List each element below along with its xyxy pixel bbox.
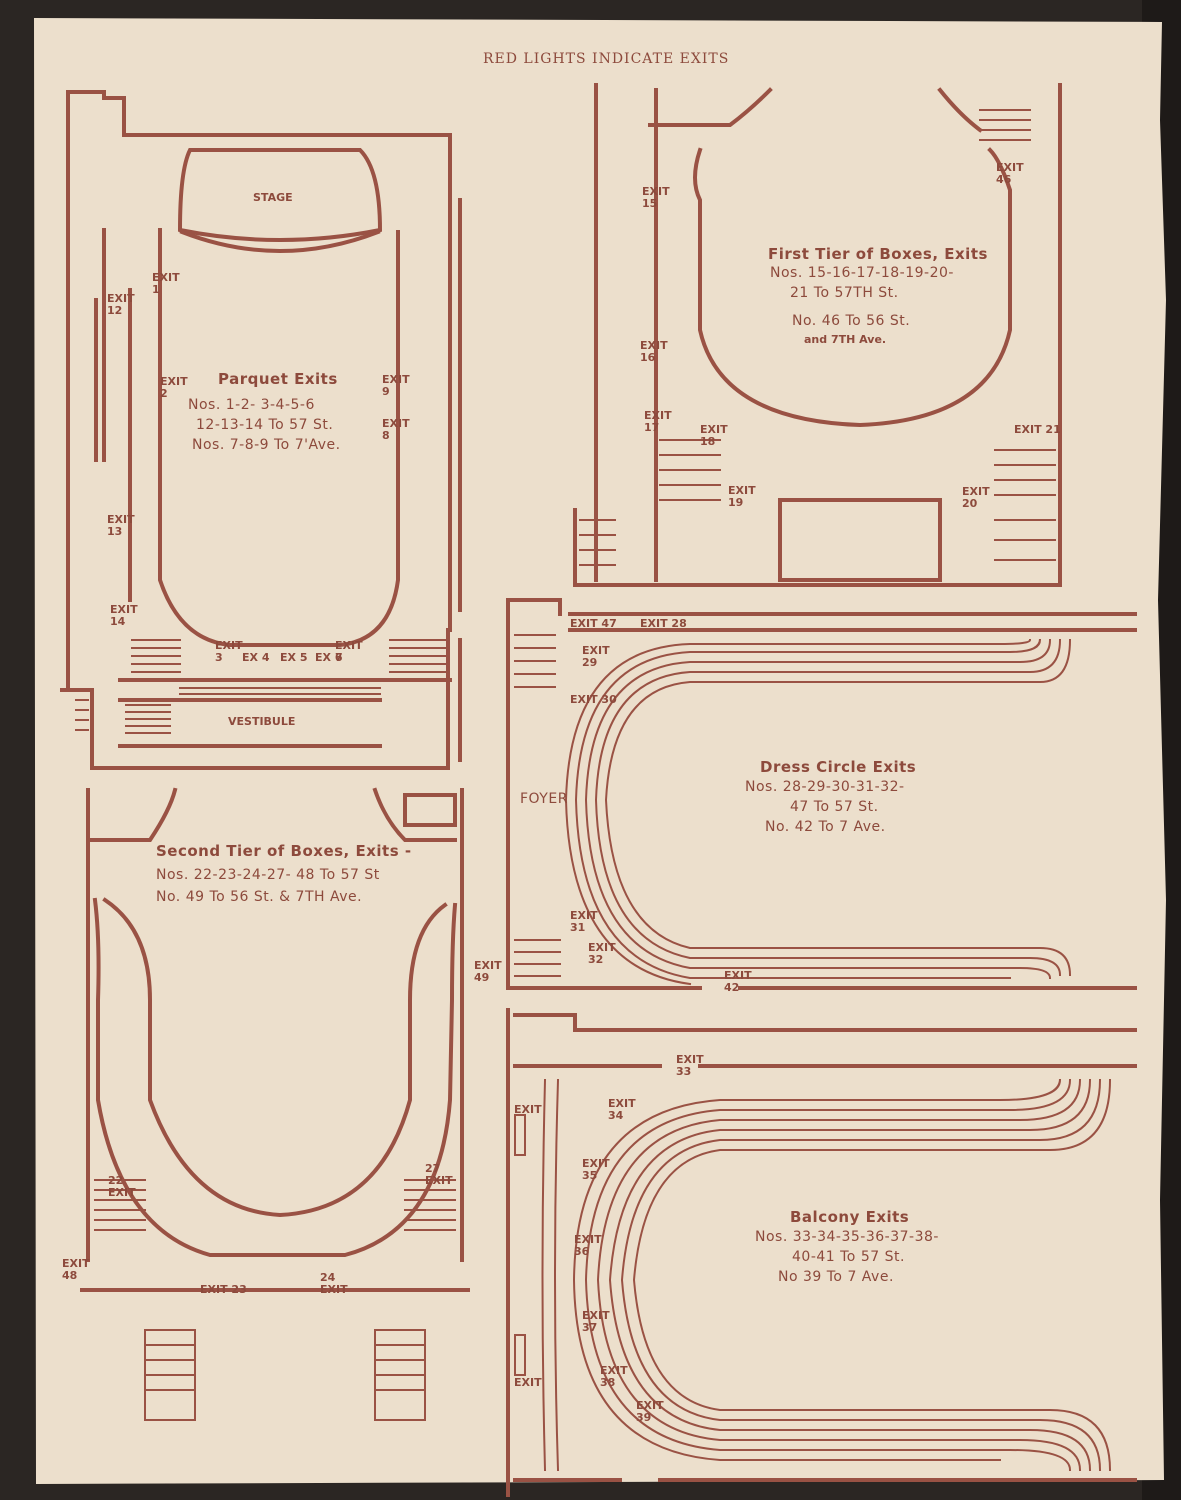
exit-19-label: EXIT 19 bbox=[728, 484, 756, 509]
exit-15-label: EXIT 15 bbox=[642, 185, 670, 210]
exit-28-label: EXIT 28 bbox=[640, 617, 687, 630]
balcony-exit-left-top: EXIT bbox=[514, 1103, 542, 1116]
balcony-line-1: Nos. 33-34-35-36-37-38- bbox=[755, 1229, 939, 1245]
foyer-label: FOYER bbox=[520, 791, 568, 807]
exit-14-label: EXIT 14 bbox=[110, 603, 138, 628]
exit-36-label: EXIT 36 bbox=[574, 1233, 602, 1258]
exit-18-label: EXIT 18 bbox=[700, 423, 728, 448]
balcony-exit-left-bottom: EXIT bbox=[514, 1376, 542, 1389]
exit-17-label: EXIT 17 bbox=[644, 409, 672, 434]
exit-31-label: EXIT 31 bbox=[570, 909, 598, 934]
second-tier-line-2: No. 49 To 56 St. & 7TH Ave. bbox=[156, 889, 363, 905]
first-tier-line-4: and 7TH Ave. bbox=[804, 333, 887, 346]
balcony-plan bbox=[506, 1008, 1137, 1497]
exit-33-label: EXIT 33 bbox=[676, 1053, 704, 1078]
parquet-line-3: Nos. 7-8-9 To 7'Ave. bbox=[192, 437, 341, 453]
dress-circle-line-1: Nos. 28-29-30-31-32- bbox=[745, 779, 905, 795]
exit-20-label: EXIT 20 bbox=[962, 485, 990, 510]
exit-22-label: 22 EXIT bbox=[108, 1174, 136, 1199]
second-tier-title: Second Tier of Boxes, Exits - bbox=[156, 842, 412, 860]
exit-35-label: EXIT 35 bbox=[582, 1157, 610, 1182]
dress-circle-title: Dress Circle Exits bbox=[760, 758, 917, 776]
exit-13-label: EXIT 13 bbox=[107, 513, 135, 538]
dress-circle-line-3: No. 42 To 7 Ave. bbox=[765, 819, 886, 835]
parquet-plan bbox=[60, 90, 462, 770]
first-tier-line-1: Nos. 15-16-17-18-19-20- bbox=[770, 265, 954, 281]
second-tier-plan bbox=[80, 787, 470, 1421]
exit-16-label: EXIT 16 bbox=[640, 339, 668, 364]
exit-32-label: EXIT 32 bbox=[588, 941, 616, 966]
second-tier-line-1: Nos. 22-23-24-27- 48 To 57 St bbox=[156, 867, 380, 883]
exit-7-label: EXIT 7 bbox=[335, 639, 363, 664]
exit-49-label: EXIT 49 bbox=[474, 959, 502, 984]
stage-label: STAGE bbox=[253, 191, 293, 204]
first-tier-plan bbox=[573, 83, 1062, 587]
balcony-title: Balcony Exits bbox=[790, 1208, 910, 1226]
balcony-line-3: No 39 To 7 Ave. bbox=[778, 1269, 894, 1285]
exit-6-label: EX 6 bbox=[315, 651, 343, 664]
page-header: RED LIGHTS INDICATE EXITS bbox=[483, 51, 730, 67]
balcony-line-2: 40-41 To 57 St. bbox=[792, 1249, 905, 1265]
exit-12-label: EXIT 12 bbox=[107, 292, 135, 317]
exit-1-label: EXIT 1 bbox=[152, 271, 180, 296]
parquet-line-1: Nos. 1-2- 3-4-5-6 bbox=[188, 397, 315, 413]
parquet-line-2: 12-13-14 To 57 St. bbox=[196, 417, 334, 433]
exit-46-label: EXIT 46 bbox=[996, 161, 1024, 186]
exit-8-label: EXIT 8 bbox=[382, 417, 410, 442]
vestibule-label: VESTIBULE bbox=[228, 715, 296, 728]
exit-37-label: EXIT 37 bbox=[582, 1309, 610, 1334]
first-tier-line-2: 21 To 57TH St. bbox=[790, 285, 899, 301]
exit-47-label: EXIT 47 bbox=[570, 617, 617, 630]
exit-2-label: EXIT 2 bbox=[160, 375, 188, 400]
exit-21-label: EXIT 21 bbox=[1014, 423, 1061, 436]
exit-42-label: EXIT 42 bbox=[724, 969, 752, 994]
exit-30-label: EXIT 30 bbox=[570, 693, 617, 706]
exit-9-label: EXIT 9 bbox=[382, 373, 410, 398]
dress-circle-plan bbox=[506, 598, 1137, 990]
first-tier-title: First Tier of Boxes, Exits bbox=[768, 245, 988, 263]
exit-24-label: 24 EXIT bbox=[320, 1271, 348, 1296]
exit-5-label: EX 5 bbox=[280, 651, 308, 664]
exit-27-label: 27 EXIT bbox=[425, 1162, 453, 1187]
dress-circle-line-2: 47 To 57 St. bbox=[790, 799, 879, 815]
first-tier-line-3: No. 46 To 56 St. bbox=[792, 313, 911, 329]
exit-3-label: EXIT 3 bbox=[215, 639, 243, 664]
parquet-title: Parquet Exits bbox=[218, 370, 338, 388]
exit-4-label: EX 4 bbox=[242, 651, 270, 664]
exit-39-label: EXIT 39 bbox=[636, 1399, 664, 1424]
exit-38-label: EXIT 38 bbox=[600, 1364, 628, 1389]
exit-34-label: EXIT 34 bbox=[608, 1097, 636, 1122]
exit-29-label: EXIT 29 bbox=[582, 644, 610, 669]
exit-48-label: EXIT 48 bbox=[62, 1257, 90, 1282]
exit-23-label: EXIT 23 bbox=[200, 1283, 247, 1296]
